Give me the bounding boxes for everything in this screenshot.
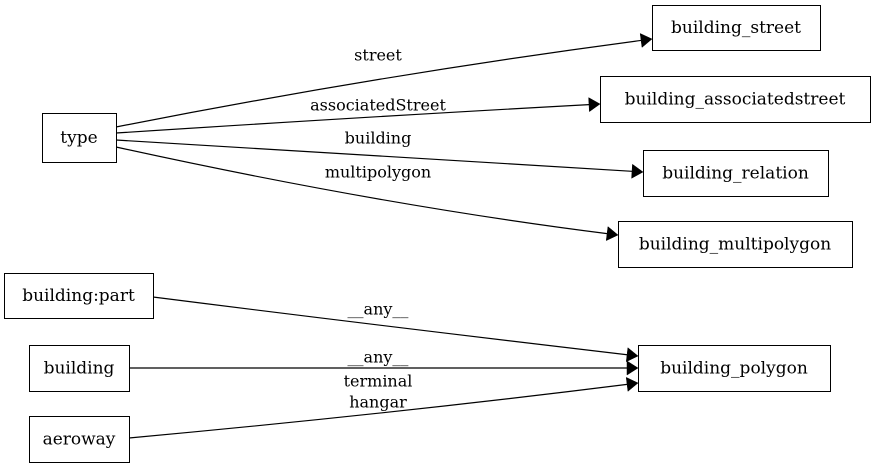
- edge-arrowhead-icon: [625, 376, 639, 392]
- graph-node-building_multipolygon[interactable]: building_multipolygon: [618, 221, 853, 268]
- graph-edge: [115, 146, 619, 241]
- edge-arrowhead-icon: [626, 360, 639, 376]
- node-label: building_relation: [662, 164, 809, 184]
- node-label: building_street: [671, 18, 801, 38]
- graph-node-building[interactable]: building: [29, 345, 130, 392]
- node-label: building_multipolygon: [639, 235, 831, 255]
- edge-label: __any__: [348, 348, 409, 367]
- node-label: building: [44, 359, 115, 379]
- node-label: aeroway: [43, 430, 116, 450]
- graph-node-type[interactable]: type: [42, 113, 117, 163]
- edges-layer: [115, 33, 653, 439]
- edge-line: [152, 296, 628, 356]
- edge-label: terminal: [344, 372, 413, 391]
- graph-edge: [115, 97, 601, 134]
- graph-node-building_relation[interactable]: building_relation: [643, 150, 829, 197]
- graph-edge: [152, 296, 639, 363]
- graph-edge: [129, 360, 639, 376]
- node-label: building_polygon: [660, 359, 808, 379]
- edge-line: [115, 103, 590, 134]
- node-box[interactable]: [652, 5, 821, 51]
- graph-node-building_associatedstreet[interactable]: building_associatedstreet: [600, 76, 871, 123]
- edge-line: [115, 39, 642, 128]
- node-box[interactable]: [29, 345, 130, 392]
- graph-node-building_part[interactable]: building:part: [4, 273, 154, 319]
- edge-label: __any__: [348, 300, 409, 319]
- node-box[interactable]: [42, 113, 117, 163]
- graph-edge: [115, 139, 644, 179]
- graph-node-building_street[interactable]: building_street: [652, 5, 821, 51]
- edge-arrowhead-icon: [631, 163, 644, 179]
- node-box[interactable]: [643, 150, 829, 197]
- edge-line: [115, 139, 633, 172]
- edge-labels-layer: street associatedStreet building multipolyg…: [310, 46, 446, 412]
- edge-arrowhead-icon: [605, 226, 619, 241]
- edge-label: building: [345, 129, 412, 148]
- edge-line: [128, 383, 628, 439]
- node-box[interactable]: [618, 221, 853, 268]
- edge-label: multipolygon: [325, 163, 431, 182]
- node-box[interactable]: [4, 273, 154, 319]
- node-box[interactable]: [29, 416, 130, 463]
- node-box[interactable]: [638, 345, 831, 392]
- edge-label: hangar: [349, 393, 407, 412]
- nodes-layer: type building_street building_associatedst…: [4, 5, 871, 463]
- edge-line: [115, 146, 608, 235]
- graph-edge: [115, 33, 653, 128]
- graph-node-building_polygon[interactable]: building_polygon: [638, 345, 831, 392]
- edge-arrowhead-icon: [625, 347, 639, 363]
- node-label: type: [60, 128, 97, 148]
- edge-arrowhead-icon: [639, 33, 653, 48]
- edge-label: associatedStreet: [310, 96, 446, 115]
- node-label: building:part: [22, 286, 135, 306]
- graph-node-aeroway[interactable]: aeroway: [29, 416, 130, 463]
- node-box[interactable]: [600, 76, 871, 123]
- graph-edge: [128, 376, 639, 439]
- node-label: building_associatedstreet: [625, 90, 846, 110]
- edge-arrowhead-icon: [588, 97, 601, 113]
- edge-label: street: [354, 46, 402, 65]
